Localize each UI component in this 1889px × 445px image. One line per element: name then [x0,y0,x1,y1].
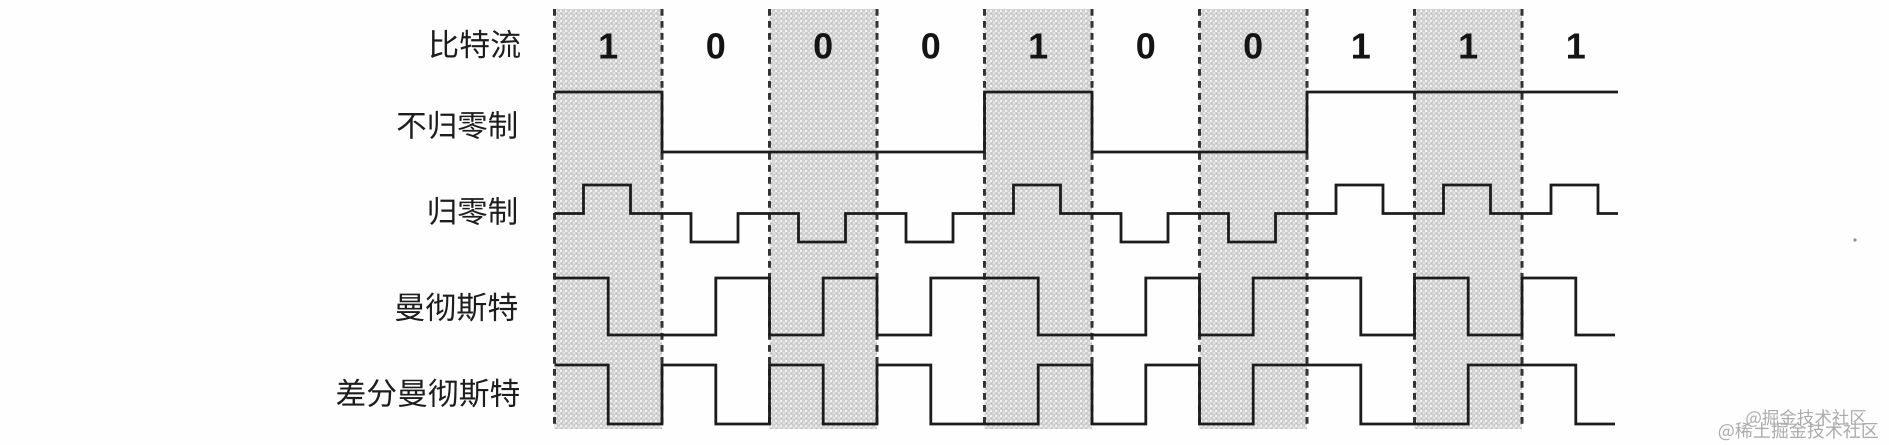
svg-text:0: 0 [921,26,941,67]
svg-text:0: 0 [813,26,833,67]
svg-text:0: 0 [1136,26,1156,67]
svg-text:1: 1 [1566,26,1586,67]
svg-text:1: 1 [598,26,618,67]
svg-text:0: 0 [706,26,726,67]
svg-text:1: 1 [1028,26,1048,67]
svg-text:1: 1 [1351,26,1371,67]
svg-text:1: 1 [1458,26,1478,67]
svg-text:0: 0 [1243,26,1263,67]
